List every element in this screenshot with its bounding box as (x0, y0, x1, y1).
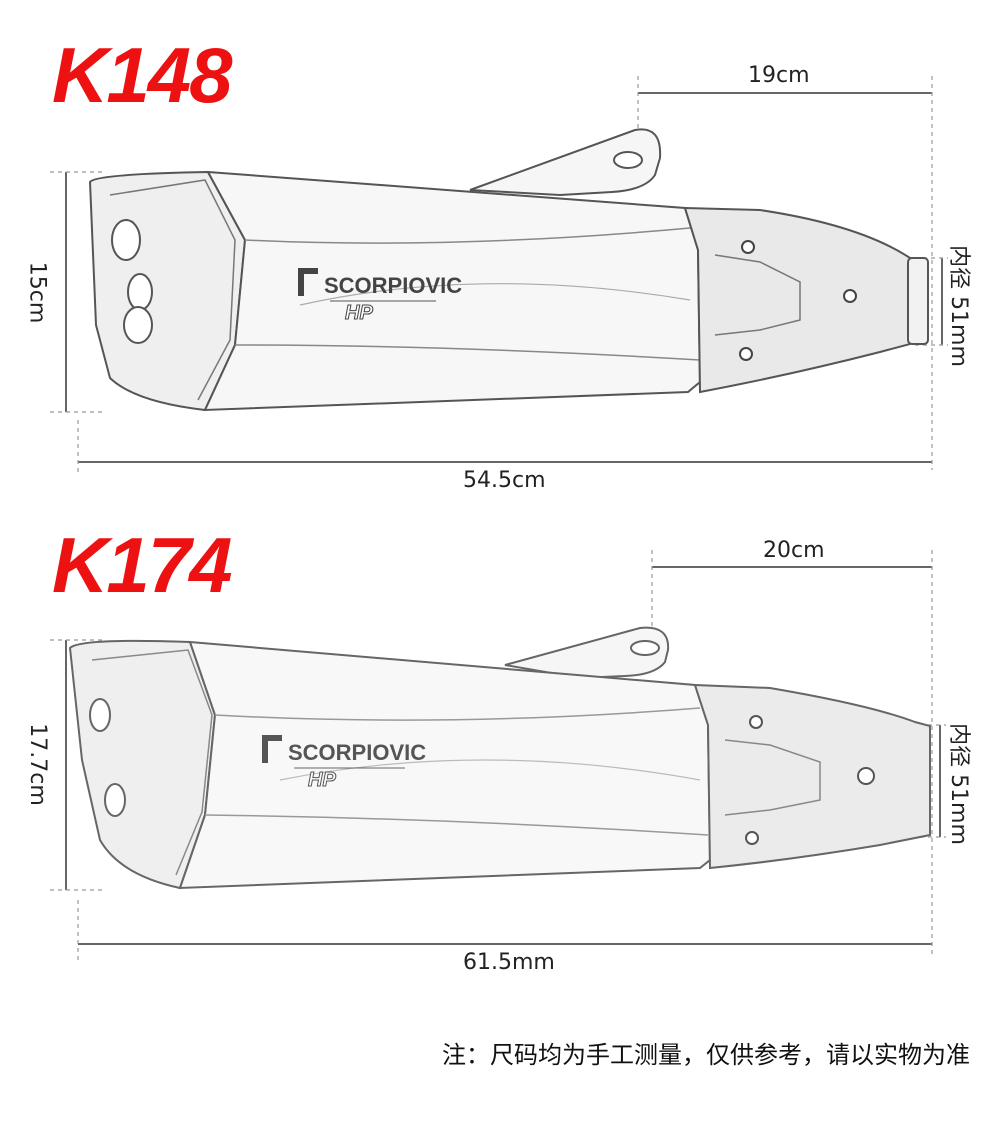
sub-logo-k148: HP (345, 302, 373, 324)
length-label-k148: 54.5cm (463, 468, 546, 493)
height-label-k148: 15cm (24, 261, 50, 324)
inner-diameter-label-k174: 内径 51mm (945, 723, 971, 845)
muffler-diagram-k174: SCORPIOVIC HP (50, 550, 946, 960)
brand-logo-k148: SCORPIOVIC HP (298, 268, 462, 325)
bracket-span-label-k174: 20cm (763, 538, 825, 563)
sub-logo-k174: HP (308, 769, 336, 791)
muffler-diagram-k148: SCORPIOVIC HP (50, 76, 948, 475)
brand-text-k148: SCORPIOVIC (324, 273, 462, 298)
brand-text-k174: SCORPIOVIC (288, 740, 426, 765)
length-label-k174: 61.5mm (463, 950, 555, 975)
model-title-k148: K148 (52, 31, 232, 119)
brand-logo-k174: SCORPIOVIC HP (262, 735, 426, 792)
inner-diameter-label-k148: 内径 51mm (945, 245, 971, 367)
measurement-note: 注：尺码均为手工测量，仅供参考，请以实物为准 (442, 1041, 970, 1069)
height-label-k174: 17.7cm (24, 723, 50, 806)
bracket-span-label-k148: 19cm (748, 63, 810, 88)
model-title-k174: K174 (52, 521, 232, 609)
